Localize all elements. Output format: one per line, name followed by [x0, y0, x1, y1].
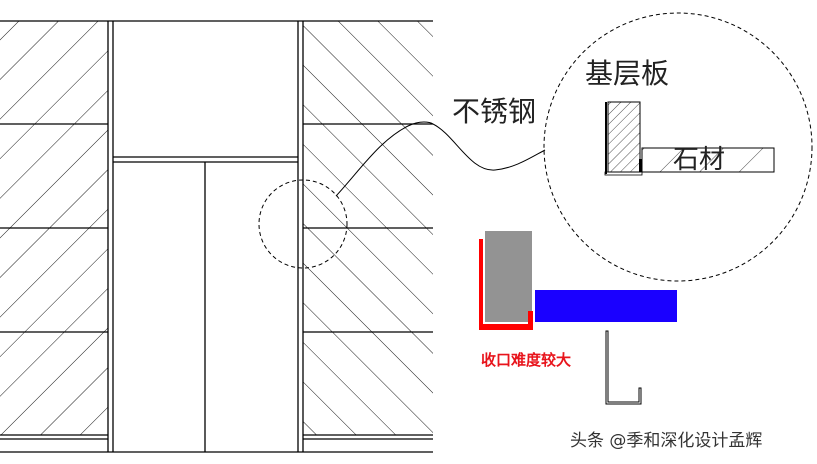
detail-callout-circle	[258, 179, 348, 269]
label-base-board: 基层板	[585, 57, 669, 90]
magnified-detail-circle	[543, 12, 813, 282]
base-board-section	[604, 101, 643, 176]
stone-section	[641, 147, 775, 173]
leader-curve	[335, 121, 546, 197]
left-stone-wall	[0, 21, 108, 435]
stone-block	[535, 290, 677, 322]
right-stone-wall	[303, 21, 433, 435]
base-board-block	[485, 231, 532, 322]
j-profile-trim	[605, 330, 642, 405]
watermark: 头条 @季和深化设计孟辉	[570, 431, 762, 451]
colored-schematic	[479, 231, 677, 330]
label-stone: 石材	[673, 145, 725, 175]
difficulty-note: 收口难度较大	[481, 351, 571, 369]
door-frame	[0, 20, 433, 453]
label-stainless-steel: 不锈钢	[452, 95, 536, 128]
